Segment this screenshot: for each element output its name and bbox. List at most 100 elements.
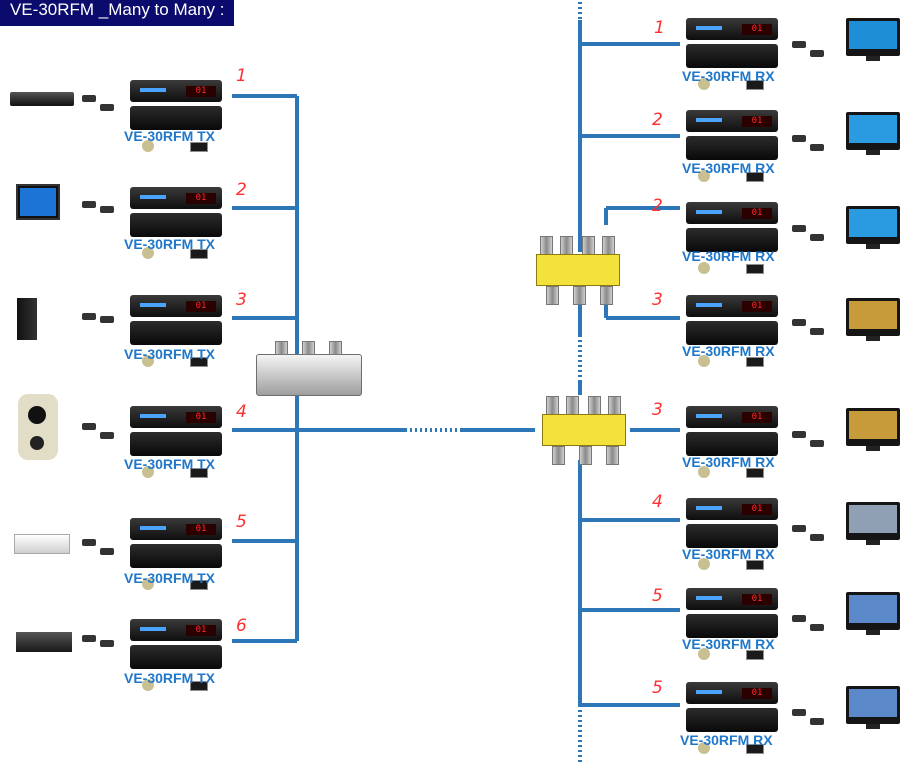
tv-icon: [846, 298, 900, 341]
hdmi-port-icon: [190, 468, 208, 478]
dvr-box-icon: [16, 632, 72, 652]
led-display: 01: [186, 524, 216, 535]
tx-unit-6: 01: [126, 617, 226, 691]
hdmi-port-icon: [190, 249, 208, 259]
rx-unit-1: 01: [682, 16, 782, 90]
coax-port-icon: [698, 170, 710, 182]
hdmi-cable-icon: [82, 536, 118, 556]
tv-screen: [849, 595, 897, 623]
brand-strip: [696, 506, 722, 510]
led-display: 01: [742, 412, 772, 423]
rx-unit-4: 01: [682, 293, 782, 367]
unit-bottom: [130, 645, 222, 691]
rx-label: VE-30RFM RX: [682, 343, 775, 359]
brand-strip: [696, 118, 722, 122]
tx-label: VE-30RFM TX: [124, 346, 216, 362]
hdmi-cable-icon: [82, 198, 118, 218]
tv-screen: [849, 301, 897, 329]
hdmi-cable-icon: [82, 632, 118, 652]
splitter-port: [606, 446, 619, 465]
rx-number: 2: [652, 196, 663, 216]
rx-unit-6: 01: [682, 496, 782, 570]
unit-bottom: [686, 432, 778, 478]
coax-port-icon: [698, 466, 710, 478]
led-display: 01: [742, 504, 772, 515]
unit-bottom: [130, 106, 222, 152]
tx-label: VE-30RFM TX: [124, 128, 216, 144]
tv-screen: [849, 209, 897, 237]
rx-label: VE-30RFM RX: [682, 636, 775, 652]
tx-label: VE-30RFM TX: [124, 670, 216, 686]
tx-number: 4: [236, 402, 247, 422]
desktop-computer-icon: [16, 184, 60, 220]
rx-label: VE-30RFM RX: [682, 160, 775, 176]
ptz-camera-icon: [18, 394, 58, 460]
tv-screen: [849, 411, 897, 439]
brand-strip: [696, 210, 722, 214]
tx-number: 2: [236, 180, 247, 200]
unit-top: 01: [130, 518, 222, 540]
unit-top: 01: [130, 406, 222, 428]
unit-bottom: [130, 321, 222, 367]
brand-strip: [140, 303, 166, 307]
led-display: 01: [742, 594, 772, 605]
brand-strip: [696, 596, 722, 600]
splitter-port: [573, 286, 586, 305]
rx-number: 2: [652, 110, 663, 130]
rx-number: 1: [654, 18, 665, 38]
led-display: 01: [186, 86, 216, 97]
hdmi-port-icon: [746, 650, 764, 660]
rx-label: VE-30RFM RX: [682, 68, 775, 84]
hdmi-port-icon: [746, 468, 764, 478]
splitter-port: [546, 396, 559, 415]
diagram-title: VE-30RFM _Many to Many :: [0, 0, 235, 26]
rx-label: VE-30RFM RX: [682, 248, 775, 264]
splitter-port: [579, 446, 592, 465]
tx-unit-3: 01: [126, 293, 226, 367]
tx-number: 3: [236, 290, 247, 310]
tv-icon: [846, 502, 900, 545]
hdmi-port-icon: [746, 357, 764, 367]
rx-unit-5: 01: [682, 404, 782, 478]
hdmi-cable-icon: [792, 522, 828, 542]
tx-unit-2: 01: [126, 185, 226, 259]
coax-port-icon: [142, 355, 154, 367]
led-display: 01: [742, 208, 772, 219]
tv-icon: [846, 112, 900, 155]
grey-splitter: [256, 341, 362, 396]
yellow-splitter-bottom: [536, 396, 630, 466]
unit-bottom: [130, 213, 222, 259]
coax-port-icon: [698, 742, 710, 754]
tv-icon: [846, 408, 900, 451]
coax-port-icon: [698, 78, 710, 90]
hdmi-cable-icon: [792, 222, 828, 242]
unit-bottom: [130, 432, 222, 478]
splitter-port: [560, 236, 573, 255]
blu-ray-player-icon: [10, 92, 74, 106]
tx-label: VE-30RFM TX: [124, 456, 216, 472]
unit-top: 01: [686, 498, 778, 520]
unit-top: 01: [686, 682, 778, 704]
rx-number: 5: [652, 586, 663, 606]
hdmi-cable-icon: [792, 38, 828, 58]
unit-top: 01: [686, 202, 778, 224]
coax-port-icon: [698, 558, 710, 570]
media-box-icon: [14, 534, 70, 554]
brand-strip: [140, 414, 166, 418]
coax-port-icon: [142, 679, 154, 691]
unit-top: 01: [130, 619, 222, 641]
unit-top: 01: [686, 110, 778, 132]
splitter-body: [536, 254, 620, 286]
brand-strip: [140, 195, 166, 199]
unit-top: 01: [130, 80, 222, 102]
splitter-port: [608, 396, 621, 415]
tx-unit-4: 01: [126, 404, 226, 478]
brand-strip: [696, 414, 722, 418]
splitter-port: [582, 236, 595, 255]
unit-top: 01: [130, 187, 222, 209]
unit-bottom: [686, 321, 778, 367]
splitter-body: [542, 414, 626, 446]
rx-label: VE-30RFM RX: [682, 454, 775, 470]
rx-unit-3: 01: [682, 200, 782, 274]
splitter-port: [552, 446, 565, 465]
